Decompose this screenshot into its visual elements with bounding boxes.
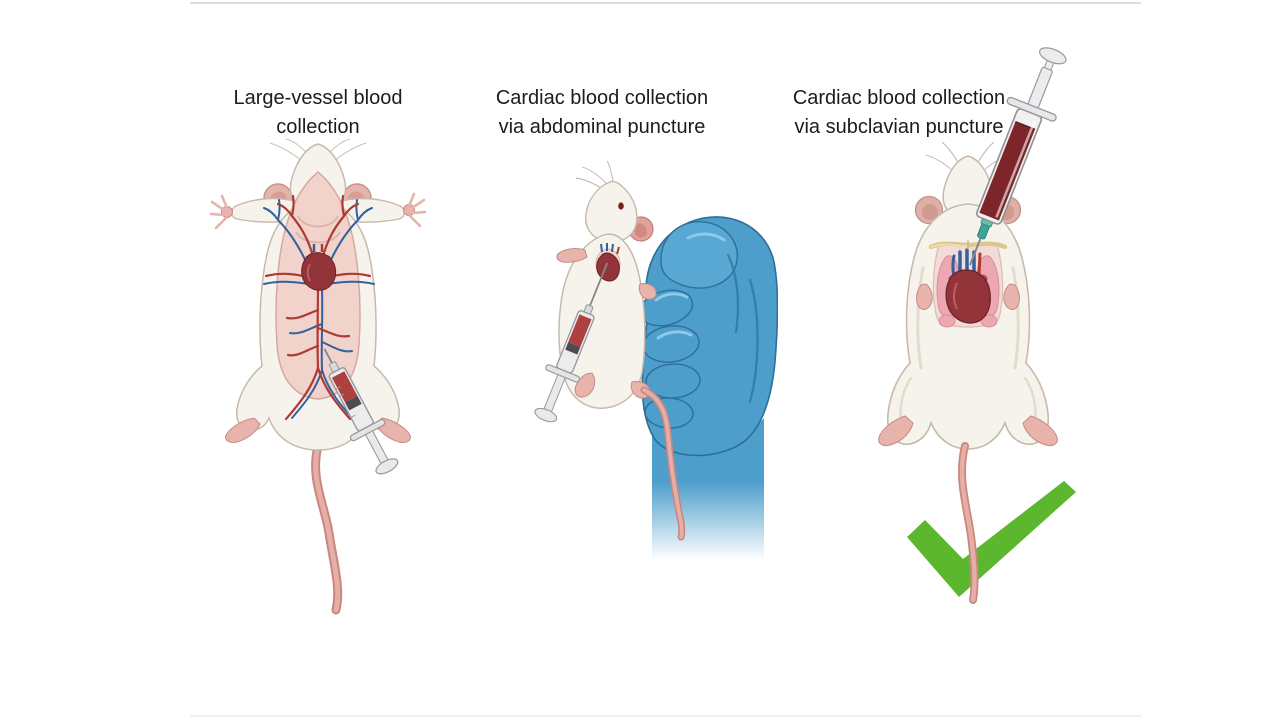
caption-large-vessel: Large-vessel blood collection — [178, 84, 458, 142]
caption-line: Cardiac blood collection — [495, 87, 709, 109]
glove-highlights — [654, 232, 726, 340]
mouse-tail — [958, 442, 979, 604]
mouse-eye-icon — [618, 202, 624, 210]
green-checkmark-icon — [907, 481, 1076, 597]
mouse-front-paw — [638, 283, 657, 300]
caption-line: Large-vessel blood — [233, 87, 403, 109]
caption-line: via abdominal puncture — [498, 116, 706, 138]
caption-cardiac-abdominal: Cardiac blood collection via abdominal p… — [462, 84, 742, 142]
slide-bottom-border — [190, 715, 1141, 717]
mouse-forelimbs — [230, 197, 406, 223]
neck-fold-shading — [295, 215, 341, 244]
heart-icon — [301, 244, 337, 291]
glove-thumb-knuckle — [660, 221, 738, 289]
mouse-tail — [311, 441, 343, 615]
slide-top-border — [190, 2, 1141, 4]
mouse-tail — [640, 386, 686, 541]
mouse-front-paws — [209, 192, 427, 230]
restrained-mouse — [556, 160, 686, 541]
blood-filled-syringe-icon — [969, 47, 1067, 266]
mouse-head — [584, 180, 638, 243]
arteries — [264, 194, 372, 421]
clavicle-bone — [928, 240, 1008, 250]
mouse-front-paw — [556, 248, 588, 263]
syringe-icon — [534, 262, 609, 423]
gloved-hand — [638, 216, 778, 560]
mouse-ear-inner — [634, 223, 647, 238]
caption-line: collection — [276, 116, 360, 138]
glove-curled-fingers — [638, 289, 701, 429]
mouse-body — [558, 233, 646, 409]
mouse-hind-foot — [574, 372, 596, 398]
caption-cardiac-subclavian: Cardiac blood collection via subclavian … — [759, 84, 1039, 142]
glove-creases — [726, 253, 759, 404]
mouse-subclavian-illustration — [878, 47, 1076, 604]
heart-icon — [945, 269, 991, 324]
mouse-vasculature-illustration — [209, 138, 427, 615]
caption-line: Cardiac blood collection — [792, 87, 1006, 109]
mouse-hind-feet — [878, 415, 1058, 447]
caption-line: via subclavian puncture — [794, 116, 1004, 138]
mouse-front-paws — [916, 283, 1020, 310]
mouse-restraint-illustration — [534, 160, 778, 560]
syringe-icon — [323, 348, 399, 475]
